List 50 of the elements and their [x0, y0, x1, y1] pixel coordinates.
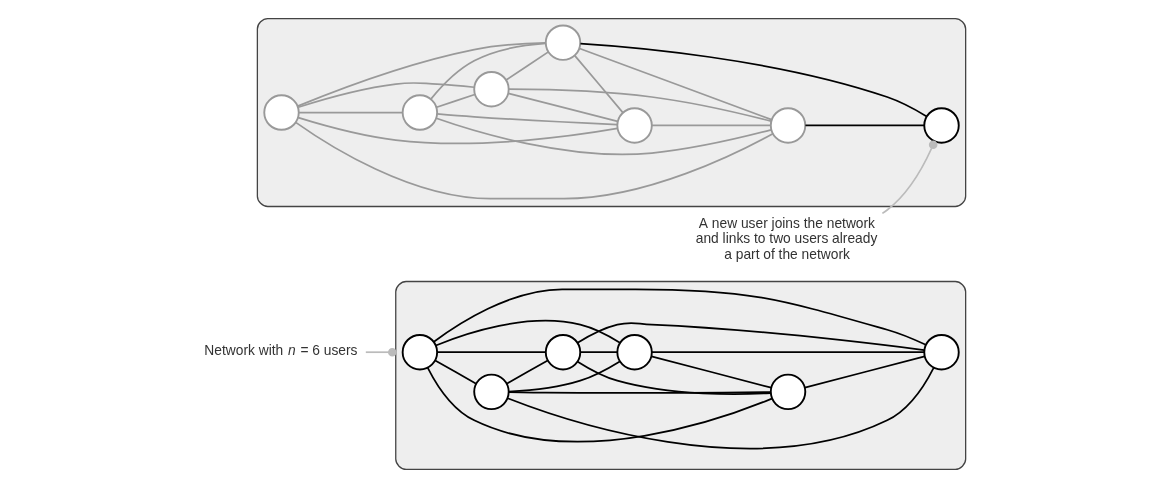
connector — [576, 360, 772, 395]
connector — [364, 347, 397, 357]
connector — [651, 124, 772, 127]
connector — [578, 47, 773, 121]
connector — [505, 359, 549, 385]
connector — [573, 54, 624, 114]
node-circle — [769, 107, 807, 144]
node-circle — [769, 373, 807, 411]
connector — [434, 320, 621, 347]
connector — [435, 117, 772, 156]
node-text: A new user joins the network and links to two users already a part of the network — [695, 215, 878, 262]
cluster — [395, 280, 967, 471]
node-circle — [923, 107, 960, 144]
node-circle — [473, 71, 510, 108]
connector — [435, 93, 476, 109]
connector — [296, 41, 547, 107]
connector — [576, 322, 925, 351]
connector — [579, 42, 928, 118]
node-circle — [616, 334, 653, 371]
node-circle — [263, 94, 300, 131]
connector — [436, 113, 619, 126]
connector — [507, 92, 619, 123]
connector — [804, 124, 925, 127]
connector — [434, 359, 477, 385]
connector — [508, 88, 772, 123]
node-circle — [544, 334, 582, 371]
connector — [579, 351, 619, 354]
node-circle — [401, 94, 439, 131]
node-circle — [923, 334, 960, 371]
connector — [650, 355, 773, 389]
connector — [881, 140, 938, 215]
connector — [804, 355, 926, 389]
node-circle — [473, 373, 510, 411]
connector — [436, 351, 547, 354]
connector — [298, 111, 404, 114]
connector — [433, 288, 927, 346]
node-circle — [616, 107, 653, 144]
connector — [430, 42, 547, 100]
connector — [426, 366, 773, 443]
connector — [294, 121, 774, 200]
cluster — [256, 17, 967, 208]
connector — [508, 391, 772, 394]
connector — [297, 81, 476, 109]
node-circle — [401, 334, 439, 371]
connector — [297, 116, 619, 145]
connector — [506, 366, 935, 450]
node-text: Network with n = 6 users — [204, 342, 358, 358]
connector — [505, 51, 550, 81]
node-circle — [544, 24, 582, 61]
connector — [651, 351, 925, 354]
